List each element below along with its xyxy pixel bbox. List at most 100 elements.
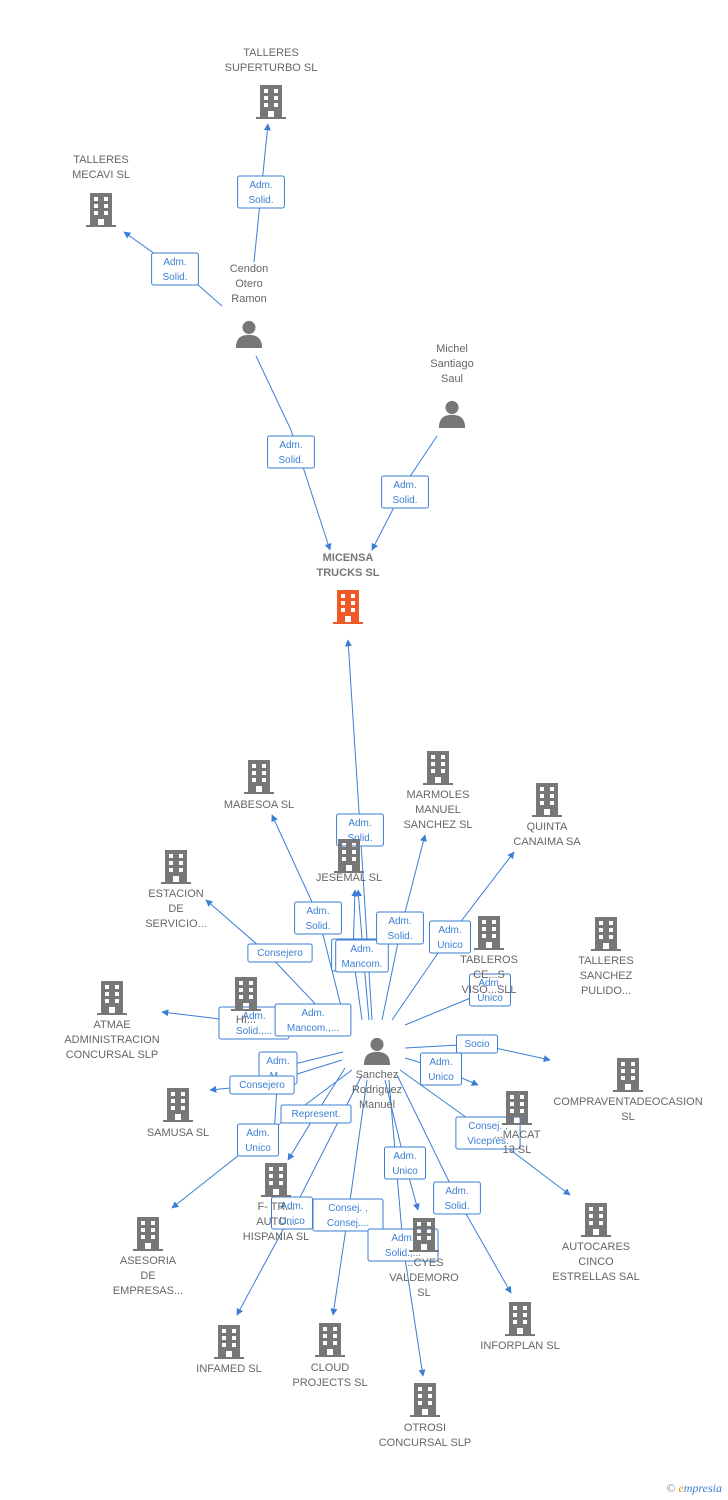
role-label-sanchez-tableros[interactable]: Adm.Unico [469,973,511,1007]
role-label-text: Socio [464,1039,489,1050]
node-samusa[interactable]: SAMUSA SL [147,1088,209,1139]
node-inforplan[interactable]: INFORPLAN SL [480,1302,560,1352]
role-label-sanchez-macat[interactable]: Adm.Unico [420,1052,462,1086]
node-label: ASESORIA [120,1255,177,1267]
role-label-text: Adm. [266,1056,289,1067]
role-label-sanchez-samusa[interactable]: Consejero [229,1075,295,1095]
role-label-cendon-mecavi[interactable]: Adm.Solid. [151,252,199,286]
role-label-box [151,252,199,286]
building-icon [423,751,453,785]
role-label-text: Consej.... [327,1218,369,1229]
role-label-sanchez-autocares[interactable]: Consej. ,Vicepres. [455,1116,521,1150]
role-label-box [376,911,424,945]
node-label: ESTRELLAS SAL [552,1271,639,1283]
role-label-sanchez-marmoles[interactable]: Adm. Solid. [376,911,424,945]
role-label-text: Adm. [388,916,411,927]
role-label-sanchez-ftr[interactable]: Represent. [280,1104,352,1124]
role-label-sanchez-infamed[interactable]: Adm.Unico [271,1196,313,1230]
role-label-michel-micensa[interactable]: Adm.Solid. [381,475,429,509]
role-label-sanchez-quinta[interactable]: Adm.Unico [429,920,471,954]
node-infamed[interactable]: INFAMED SL [196,1325,262,1375]
role-label-cendon-superturbo[interactable]: Adm.Solid. [237,175,285,209]
node-pulido[interactable]: TALLERESSANCHEZPULIDO... [578,917,634,997]
role-label-text: Consej. , [468,1121,507,1132]
node-label: SANCHEZ [580,970,633,982]
role-label-text: Adm. [246,1128,269,1139]
node-label: MICENSA [323,552,374,564]
role-label-sanchez-cloud[interactable]: Consej. ,Consej.... [312,1198,384,1232]
building-icon [505,1302,535,1336]
role-label-text: Adm. [393,1151,416,1162]
node-label: HISPANIA SL [243,1231,309,1243]
role-label-sanchez-compraventa[interactable]: Socio [456,1034,498,1054]
role-label-text: Solid. [347,833,372,844]
role-label-sanchez-mabesoa[interactable]: Adm.Solid. [294,901,342,935]
node-label: EMPRESAS... [113,1285,183,1297]
role-label-text: Represent. [292,1109,341,1120]
building-icon [591,917,621,951]
node-jesemal[interactable]: JESEMAL SL [316,839,382,884]
role-label-text: Adm. [301,1008,324,1019]
node-asesoria[interactable]: ASESORIADEEMPRESAS... [113,1217,183,1297]
role-label-sanchez-jesemal[interactable]: Adm.Mancom. [335,939,389,973]
node-estacion[interactable]: ESTACIONDESERVICIO... [145,850,207,930]
role-label-sanchez-otrosi[interactable]: Adm.Solid.,... [367,1228,439,1262]
brand-logo-text[interactable]: mpresia [683,1481,722,1495]
node-label: Rodriguez [352,1084,402,1096]
role-label-box [229,1075,295,1095]
node-label: VALDEMORO [389,1272,459,1284]
role-label-cendon-micensa[interactable]: Adm.Solid. [267,435,315,469]
role-label-text: Adm. [478,978,501,989]
node-label: ATMAE [93,1019,130,1031]
role-label-text: Solid. [387,931,412,942]
node-label: QUINTA [527,821,568,833]
node-label: SAMUSA SL [147,1127,209,1139]
role-label-text: Adm. [429,1057,452,1068]
building-icon [474,916,504,950]
building-icon [97,981,127,1015]
node-hi[interactable]: HI... [231,977,261,1026]
node-mabesoa[interactable]: MABESOA SL [224,760,294,811]
node-label: INFAMED SL [196,1363,261,1375]
role-label-sanchez-asesoria[interactable]: Adm.Unico [237,1123,279,1157]
node-label: Ramon [231,293,266,305]
role-label-text: Consejero [239,1080,285,1091]
role-label-text: Solid. [278,455,303,466]
node-label: CINCO [578,1256,614,1268]
building-icon [581,1203,611,1237]
node-label: Santiago [430,358,473,370]
building-icon [133,1217,163,1251]
building-icon [613,1058,643,1092]
node-label: VISO...SLL [461,984,516,996]
node-label: SL [417,1287,430,1299]
building-icon [410,1383,440,1417]
role-label-sanchez-inforplan[interactable]: Adm.Solid. [433,1181,481,1215]
role-label-sanchez-estacion[interactable]: Consejero [247,943,313,963]
building-icon [334,839,364,873]
role-label-box [381,475,429,509]
footer-credit: © empresia [666,1481,722,1496]
role-label-box [280,1104,352,1124]
role-label-text: Mancom.,... [287,1023,339,1034]
role-label-box [456,1034,498,1054]
role-label-sanchez-cyes[interactable]: Adm. Unico [384,1146,426,1180]
node-ftr[interactable]: F- TR...AUTO...HISPANIA SL [243,1163,309,1243]
role-label-text: Unico [392,1166,418,1177]
role-label-sanchez-hi[interactable]: Adm. Mancom.,... [274,1003,352,1037]
